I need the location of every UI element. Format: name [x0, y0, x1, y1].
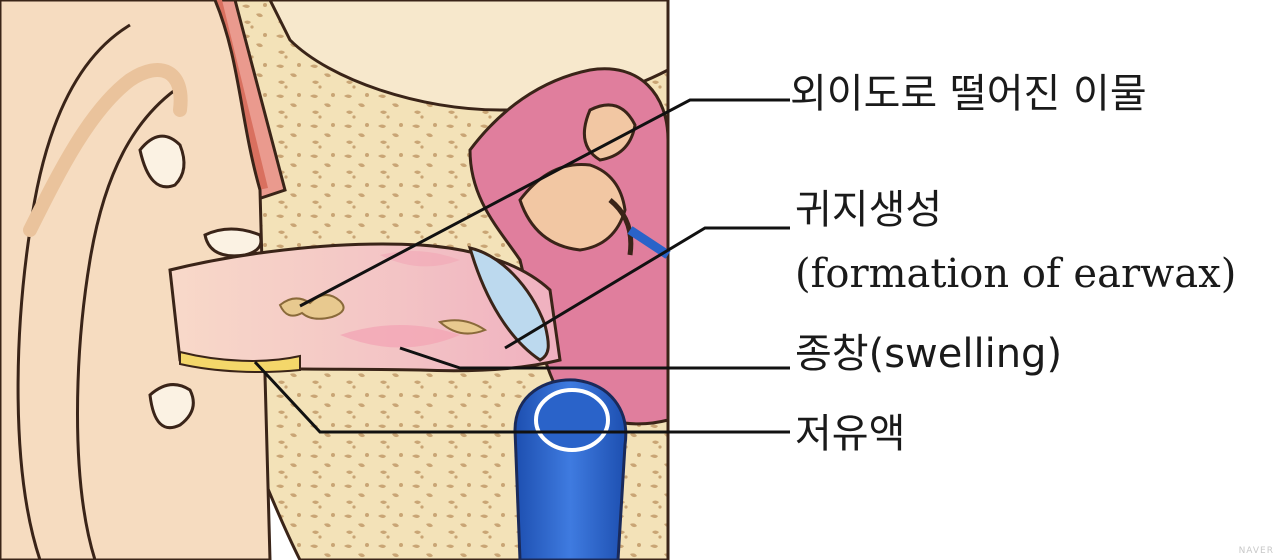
vein	[513, 378, 628, 560]
leader-lines	[253, 98, 790, 434]
label-earwax-english-text: (formation of earwax)	[795, 251, 1237, 297]
label-foreign-body: 외이도로 떨어진 이물	[790, 70, 1147, 118]
outer-ear	[0, 0, 272, 560]
label-earwax: 귀지생성	[795, 186, 942, 234]
fluid-pool	[179, 350, 301, 373]
label-effusion: 저유액	[795, 410, 905, 458]
leader-effusion	[253, 360, 790, 434]
leader-earwax	[504, 226, 790, 350]
label-effusion-text: 저유액	[795, 411, 906, 457]
label-earwax-text: 귀지생성	[795, 187, 943, 233]
eardrum	[467, 245, 550, 362]
label-swelling-text: 종창(swelling)	[795, 331, 1063, 377]
middle-ear	[468, 67, 671, 426]
watermark: NAVER	[1238, 546, 1274, 556]
label-swelling: 종창(swelling)	[795, 330, 1062, 378]
label-earwax-english: (formation of earwax)	[795, 250, 1236, 298]
swelling-area	[340, 325, 460, 348]
ear-canal	[168, 242, 562, 373]
leader-swelling	[399, 346, 790, 370]
label-foreign-body-text: 외이도로 떨어진 이물	[790, 71, 1147, 117]
leader-foreign-body	[299, 98, 790, 308]
